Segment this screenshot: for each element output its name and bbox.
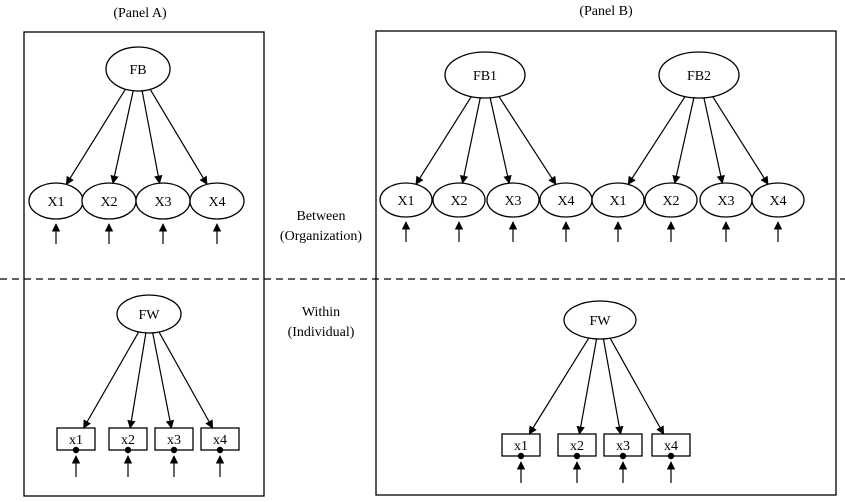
panel-b-fb2-indicator-4 [751,182,805,218]
panel-b-fb1-indicator-1-label: X1 [397,194,414,209]
panel-a-factor-fw-label: FW [139,308,161,323]
panel-b-within-indicator-2-label: x2 [570,439,584,454]
panel-b-fb1-indicator-2 [432,182,486,218]
panel-a-within-random-intercept-dot-2 [124,446,132,454]
panel-b-factor-fb2 [658,51,740,99]
panel-a-within-indicator-4-label: x4 [213,433,227,448]
panel-b-title: (Panel B) [579,4,633,19]
panel-b-fb2-indicator-2-shape [644,182,698,218]
panel-a-within-indicator-3-label: x3 [167,433,181,448]
panel-b-fb1-indicator-3-shape [486,182,540,218]
panel-b-fb2-indicator-1 [591,182,645,218]
panel-a-between-loading-arrow-2 [110,90,134,185]
panel-b-within-loading-arrow-2 [576,338,598,435]
panel-a-factor-fw-shape [116,294,182,334]
panel-a-within-random-intercept-dot-3 [170,446,178,454]
panel-b-fb1-indicator-1-shape [379,182,433,218]
panel-a-within-loading-arrow-4 [158,331,214,429]
panel-b-within-loading-arrow-4 [609,337,665,435]
panel-a-between-indicator-4-label: X4 [208,195,225,210]
panel-a-between-loading-arrow-4 [149,89,208,186]
panel-b-fb2-loading-arrow-3 [703,97,725,184]
between-label-line2: (Organization) [280,229,362,244]
panel-a-between-indicator-3-label: X3 [154,195,171,210]
panel-a-between-indicator-4 [189,182,245,220]
panel-a-factor-fb-shape [105,46,171,92]
panel-b-within-random-intercept-dot-4 [667,452,675,460]
panel-b-within-random-intercept-dot-2 [573,452,581,460]
panel-b-factor-fw [563,300,637,340]
panel-b-within-random-intercept-dot-1 [517,452,525,460]
panel-b-factor-fb1-shape [444,51,526,99]
panel-b-fb1-loading-arrow-2 [459,97,481,184]
panel-a-within-random-intercept-dot-1 [72,446,80,454]
panel-a-between-loading-arrow-1 [65,88,126,186]
panel-b-within-loading-arrow-3 [602,338,624,435]
panel-b-fb2-indicator-2 [644,182,698,218]
panel-b-factor-fb1-label: FB1 [473,69,497,84]
panel-a-between-loading-arrow-3 [141,90,163,184]
panel-b-factor-fw-label: FW [590,314,612,329]
panel-b-fb1-loading-arrow-4 [498,96,557,186]
panel-b-within-indicator-1-label: x1 [514,439,528,454]
panel-a-factor-fb-label: FB [129,63,146,78]
panel-b-within-loading-arrow-1 [528,337,590,435]
panel-b-box [375,30,837,496]
panel-a-within-indicator-2-label: x2 [121,433,135,448]
panel-b-factor-fw-shape [563,300,637,340]
panel-a-title: (Panel A) [113,6,167,21]
panel-a-factor-fb [105,46,171,92]
panel-b-fb1-indicator-1 [379,182,433,218]
panel-b-factor-fb2-shape [658,51,740,99]
panel-b-within-indicator-3-label: x3 [616,439,630,454]
panel-a-within-loading-arrow-3 [152,332,175,429]
panel-b-fb2-loading-arrow-4 [712,96,769,185]
panel-b-fb2-indicator-2-label: X2 [662,194,679,209]
panel-b-fb1-indicator-3-label: X3 [504,194,521,209]
panel-b-fb2-loading-arrow-1 [627,96,686,186]
panel-b-fb1-indicator-4-label: X4 [557,194,574,209]
panel-a-between-indicator-4-shape [189,182,245,220]
within-label-line1: Within [302,305,340,320]
panel-b-within-indicator-4-label: x4 [664,439,678,454]
panel-a-between-indicator-1-label: X1 [47,195,64,210]
within-label-line2: (Individual) [288,325,355,340]
between-label-line1: Between [297,209,346,224]
panel-b-fb2-loading-arrow-2 [672,97,695,184]
panel-a-within-loading-arrow-1 [83,331,140,429]
panel-a-within-indicator-1-label: x1 [69,433,83,448]
panel-b-within-random-intercept-dot-3 [619,452,627,460]
panel-a-within-random-intercept-dot-4 [216,446,224,454]
panel-b-fb2-indicator-3-label: X3 [717,194,734,209]
panel-a-within-loading-arrow-2 [127,332,147,429]
panel-b-factor-fb2-label: FB2 [687,69,711,84]
panel-b-fb1-indicator-2-label: X2 [450,194,467,209]
panel-b-fb1-indicator-3 [486,182,540,218]
panel-b-fb1-loading-arrow-3 [489,97,512,184]
panel-a-factor-fw [116,294,182,334]
panel-b-fb2-indicator-4-shape [751,182,805,218]
edges [51,88,783,483]
panel-b-fb2-indicator-4-label: X4 [769,194,786,209]
panel-b-fb2-indicator-1-label: X1 [609,194,626,209]
panel-b-fb1-indicator-2-shape [432,182,486,218]
panel-b-fb2-indicator-1-shape [591,182,645,218]
panel-b-fb1-loading-arrow-1 [415,96,472,185]
panel-a-between-indicator-2-label: X2 [100,195,117,210]
panel-a-box [23,31,265,497]
panel-b-factor-fb1 [444,51,526,99]
